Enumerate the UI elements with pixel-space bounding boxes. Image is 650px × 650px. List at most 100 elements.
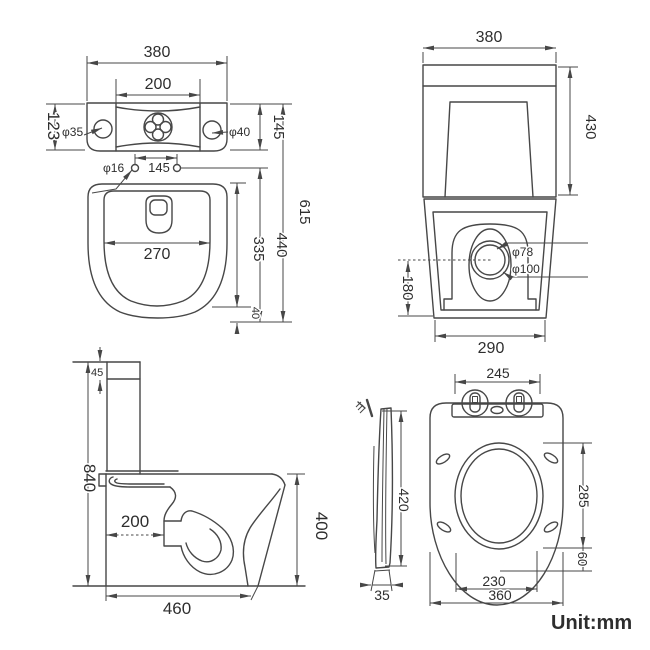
front-trapway-opening — [468, 228, 512, 302]
side-bowl-wall — [163, 486, 177, 522]
front-tank-outline — [422, 64, 557, 198]
side-rim-section-inner — [114, 478, 165, 485]
seat-hinge-center-slot — [490, 405, 504, 415]
tank-outline — [86, 102, 228, 152]
seat-hinge-pin-left — [472, 396, 478, 403]
flush-button-hole — [151, 113, 165, 126]
seat-bumper-slot — [543, 452, 559, 464]
seat-hinge-slot-left — [469, 392, 481, 413]
side-inner-front-wall — [242, 488, 281, 587]
dim-label-trap-setout: 200 — [121, 512, 149, 531]
seat-fixing-hole-right — [172, 163, 182, 173]
side-trapway-outer — [180, 510, 235, 576]
seat-lid-outline — [429, 402, 564, 606]
top-plan-view: 380 200 123 φ35 φ40 φ16 145 270 145 440 … — [43, 43, 315, 334]
dim-label-total-height: 840 — [80, 464, 99, 492]
extension-line — [250, 585, 259, 601]
seat-opening-inner — [460, 448, 538, 544]
dim-label-tank-depth: 123 — [44, 112, 63, 140]
dim-label-seat-edge-thickness: 35 — [374, 587, 390, 603]
leader-phi78 — [496, 241, 588, 250]
seat-opening-outer — [454, 442, 544, 550]
seat-hinge-right — [505, 389, 533, 417]
dim-label-flush-area-width: 200 — [145, 76, 172, 93]
dim-label-hinge-spacing: 245 — [486, 365, 510, 381]
front-base-inner-outline — [432, 211, 548, 311]
extension-line — [388, 569, 393, 592]
right-tank-hole — [202, 120, 222, 140]
seat-profile-lid-edge — [372, 445, 376, 554]
dim-label-tank-width: 380 — [144, 44, 171, 61]
seat-fixing-hole-left — [130, 163, 140, 173]
dim-label-base-width: 290 — [478, 340, 505, 357]
side-elevation-view: 840 45 200 400 460 — [72, 347, 333, 620]
seat-bumper-slot — [543, 521, 559, 533]
seat-hinge-pin-right — [516, 396, 522, 403]
flush-water-spot-inner — [149, 199, 168, 216]
seat-profile-inner-line — [381, 408, 385, 563]
seat-profile-bottom-cap — [374, 569, 391, 572]
seat-hinge-slot-right — [513, 392, 525, 413]
front-tank-recess — [444, 101, 534, 198]
dim-label-total-depth: 460 — [163, 599, 191, 618]
dim-label-outlet-outer-dia: φ100 — [512, 262, 540, 276]
seat-hinge-bolt-flange — [365, 398, 374, 418]
seat-bumper-slot — [436, 521, 452, 533]
extension-line — [370, 569, 376, 592]
front-base-outline — [423, 198, 557, 319]
seat-hinge-bolt — [357, 401, 366, 409]
dim-label-outlet-center-height: 180 — [399, 275, 416, 300]
side-trap-step — [163, 520, 182, 547]
dim-label-rear-gap: 40 — [249, 307, 261, 319]
flush-button-hole — [144, 120, 157, 134]
outlet-circle-outer — [470, 240, 510, 280]
right-hole-leader-arrow — [211, 129, 229, 135]
side-front-slant — [257, 484, 286, 587]
seat-hinge-bar — [451, 403, 544, 418]
seat-views: 420 35 — [355, 364, 594, 606]
side-trapway-curl — [185, 528, 222, 563]
dim-label-bowl-inner-length: 335 — [250, 236, 267, 261]
bowl-inner-rim — [103, 190, 211, 307]
side-seat-hinge — [98, 473, 107, 487]
dim-label-left-hole-dia: φ35 — [62, 125, 83, 139]
dim-label-tank-side-depth: 145 — [270, 114, 287, 139]
seat-profile-outline — [374, 407, 394, 569]
dim-label-seat-length: 420 — [396, 488, 412, 512]
tank-lid-bottom-curve — [115, 142, 201, 148]
leader-phi100 — [502, 271, 588, 281]
side-deck-front-chamfer — [271, 473, 286, 486]
unit-note: Unit:mm — [551, 612, 632, 634]
seat-bumper-slot — [435, 453, 451, 465]
flush-button-hole — [151, 128, 165, 141]
seat-side-profile: 420 35 — [355, 398, 414, 605]
flush-water-spot-outer — [145, 195, 173, 234]
dim-label-bowl-height: 400 — [312, 512, 331, 540]
seat-plan-view: 245 285 60 230 360 — [429, 364, 594, 606]
flush-button-hole — [159, 120, 172, 134]
dim-label-right-hole-dia: φ40 — [229, 125, 250, 139]
dim-label-seat-hole-spacing: 145 — [148, 160, 170, 175]
dim-label-tank-height: 430 — [582, 114, 599, 139]
seat-hinge-bolt-threads — [355, 401, 366, 414]
dim-label-seat-width: 360 — [488, 587, 512, 603]
flush-button-outline — [143, 112, 173, 142]
front-elevation-view: 380 430 180 290 φ78 φ100 — [398, 28, 601, 359]
left-hole-leader-arrow — [83, 127, 103, 136]
seat-hole-leader-arrow — [91, 169, 133, 194]
tank-lid-top-curve — [115, 106, 201, 112]
dim-label-opening-width: 230 — [482, 573, 506, 589]
dim-label-front-margin: 60 — [575, 552, 590, 566]
dim-label-outlet-inner-dia: φ78 — [512, 245, 533, 259]
front-trapway-shroud — [443, 223, 537, 311]
dim-label-front-tank-width: 380 — [476, 29, 503, 46]
dim-label-lid-thickness: 45 — [91, 367, 103, 379]
dim-label-seat-hole-dia: φ16 — [103, 161, 124, 175]
bowl-outer-rim — [87, 183, 228, 319]
side-rim-section-outer — [108, 476, 171, 488]
dim-label-opening-length: 285 — [576, 484, 592, 508]
seat-hinge-left — [461, 389, 489, 417]
dim-label-bowl-inner-width: 270 — [144, 246, 171, 263]
